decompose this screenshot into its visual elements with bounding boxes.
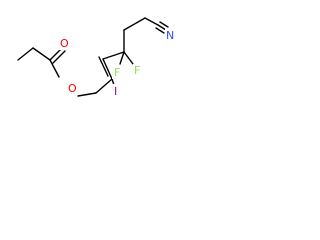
bond-double-2: [98, 56, 109, 77]
molecule-structure: O O I F F N: [17, 17, 177, 98]
bond-double-1: [102, 58, 113, 80]
bond-ester-c-o: [49, 59, 60, 78]
atom-fluorine-1: F: [114, 66, 120, 79]
bond-ch2-cn: [144, 17, 159, 26]
atom-nitrile-nitrogen: N: [166, 29, 174, 42]
bond-triple-2: [159, 21, 169, 28]
atom-ester-oxygen: O: [68, 82, 77, 95]
bond-ethyl-2: [32, 47, 51, 61]
bond-c-f2: [123, 51, 134, 65]
bond-ethyl-1: [17, 47, 34, 61]
bond-carbonyl-2: [52, 50, 66, 64]
bond-ch2-ch2: [123, 17, 146, 31]
bond-ch-cf2: [102, 51, 125, 60]
bond-c-f1: [119, 51, 125, 65]
atom-fluorine-2: F: [134, 64, 140, 77]
bond-ch2-ci: [95, 78, 113, 94]
atom-iodine: I: [114, 85, 117, 98]
bond-triple-3: [155, 27, 165, 34]
atom-carbonyl-oxygen: O: [60, 37, 69, 50]
bond-o-ch2: [77, 92, 97, 97]
bond-triple-1: [157, 24, 167, 31]
